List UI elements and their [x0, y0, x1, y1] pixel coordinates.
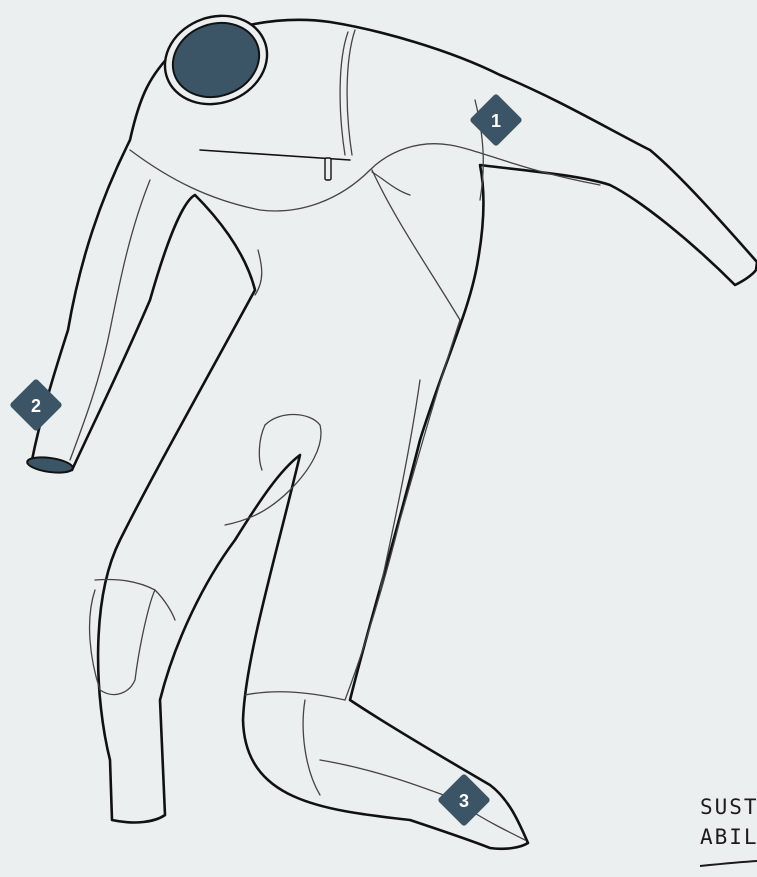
sustainability-line-2: ABILI	[700, 825, 757, 849]
sustainability-underline	[700, 861, 757, 866]
wetsuit-outline	[32, 20, 757, 849]
marker-2-label: 2	[31, 396, 41, 416]
zipper-pull	[325, 158, 331, 180]
marker-3-label: 3	[459, 791, 469, 811]
marker-1-label: 1	[491, 111, 501, 131]
